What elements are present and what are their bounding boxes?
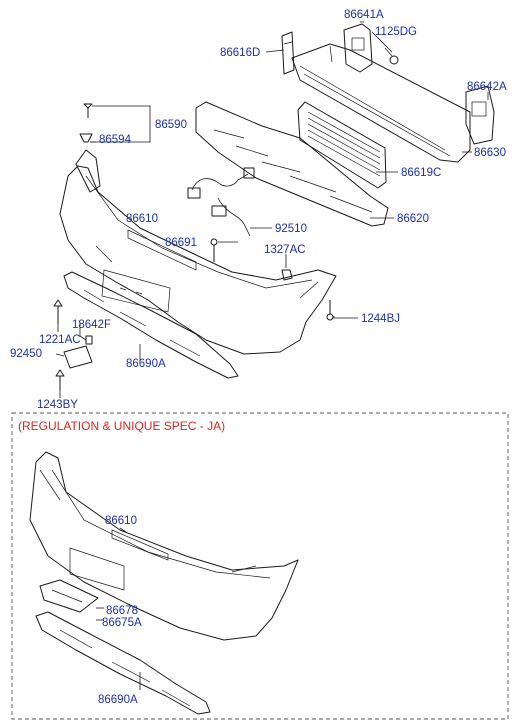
inset-lower-diffuser[interactable] (35, 611, 211, 715)
rear-bumper-cover[interactable] (59, 165, 337, 355)
label-1244bj: 1244BJ (361, 313, 400, 325)
inset-label-86675a: 86675A (102, 617, 142, 629)
inset-label-86610: 86610 (105, 515, 137, 527)
clip-nut[interactable] (281, 269, 293, 281)
label-86616d: 86616D (220, 47, 260, 59)
bumper-grille-bracket[interactable] (297, 101, 387, 189)
leader-lines (55, 21, 489, 398)
retainer-clip[interactable] (79, 133, 93, 143)
label-18642f: 18642F (72, 319, 111, 331)
inset-leader-lines (96, 527, 141, 690)
label-86590: 86590 (155, 119, 187, 131)
rear-bumper-rail[interactable] (291, 43, 471, 163)
rear-reflector-lamp[interactable] (63, 345, 93, 369)
lower-bolt-right[interactable] (326, 300, 334, 321)
rail-mounting-bolt[interactable] (384, 47, 399, 65)
label-86642a: 86642A (467, 81, 507, 93)
label-86619c: 86619C (401, 167, 441, 179)
right-rail-mount-bracket[interactable] (465, 85, 495, 145)
label-1221ac: 1221AC (39, 334, 81, 346)
tapping-screw[interactable] (55, 369, 65, 390)
rear-bumper-wiring-harness[interactable] (187, 167, 255, 237)
label-1125dg: 1125DG (375, 26, 417, 38)
rear-bumper-lower-diffuser[interactable] (63, 271, 239, 379)
label-1327ac: 1327AC (264, 244, 306, 256)
inset-label-86690a: 86690A (98, 694, 138, 706)
left-rail-stay-bracket[interactable] (281, 31, 295, 75)
bumper-energy-absorber[interactable] (195, 101, 389, 227)
label-86641a: 86641A (344, 9, 384, 21)
label-1243by: 1243BY (37, 399, 78, 411)
inset-license-plate-bracket[interactable] (39, 579, 99, 613)
lower-bolt-left[interactable] (53, 299, 63, 324)
label-86620: 86620 (397, 213, 429, 225)
label-86594: 86594 (99, 134, 132, 146)
inset-rear-bumper-cover[interactable] (29, 451, 299, 641)
label-86630: 86630 (474, 147, 506, 159)
left-rail-mount-bracket[interactable] (343, 23, 373, 73)
label-86610: 86610 (126, 213, 158, 225)
label-86691: 86691 (165, 237, 197, 249)
inset-label-86678: 86678 (106, 605, 138, 617)
center-mount-screw[interactable] (210, 238, 218, 262)
side-mounting-screw[interactable] (83, 103, 93, 118)
label-92510: 92510 (275, 223, 307, 235)
label-92450: 92450 (10, 348, 42, 360)
label-86690a: 86690A (126, 358, 166, 370)
bumper-side-bracket[interactable] (75, 149, 101, 193)
regulation-inset-frame (11, 412, 509, 720)
regulation-note: (REGULATION & UNIQUE SPEC - JA) (18, 419, 225, 433)
reflector-bulb[interactable] (85, 335, 93, 345)
